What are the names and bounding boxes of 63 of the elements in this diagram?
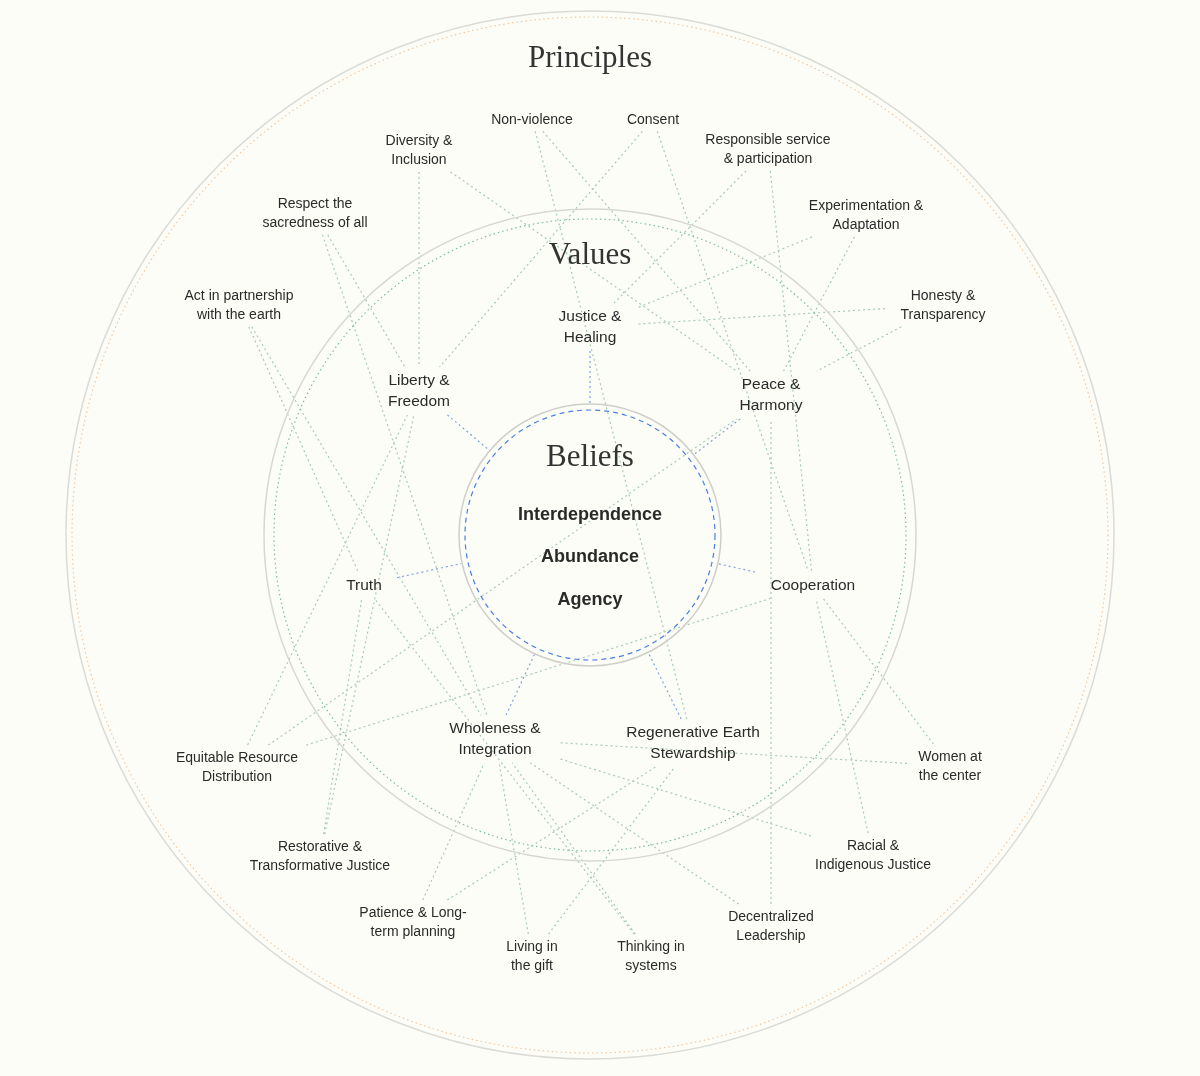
- connector-line: [248, 326, 359, 573]
- connector-line: [542, 130, 751, 372]
- value-label: Liberty & Freedom: [374, 370, 464, 412]
- principle-label: Restorative & Transformative Justice: [235, 837, 405, 875]
- connector-line: [505, 654, 535, 716]
- connector-line: [637, 308, 886, 325]
- section-title: Principles: [528, 39, 652, 75]
- principle-label: Experimentation & Adaptation: [796, 196, 936, 234]
- connector-line: [323, 597, 363, 835]
- connector-line: [267, 418, 738, 746]
- connector-line: [446, 766, 657, 901]
- principle-label: Diversity & Inclusion: [369, 131, 469, 169]
- principle-label: Consent: [613, 109, 693, 129]
- connector-line: [511, 762, 636, 935]
- principle-label: Living in the gift: [497, 937, 567, 975]
- belief-label: Agency: [490, 586, 690, 612]
- connector-line: [439, 130, 643, 368]
- value-label: Justice & Healing: [545, 306, 635, 348]
- value-label: Truth: [334, 574, 394, 596]
- connector-line: [557, 757, 812, 837]
- connector-line: [783, 236, 855, 372]
- connector-line: [373, 597, 635, 935]
- belief-label: Interdependence: [490, 501, 690, 527]
- section-title: Values: [548, 236, 632, 272]
- connector-line: [637, 236, 813, 309]
- principle-label: Equitable Resource Distribution: [162, 748, 312, 786]
- connector-line: [324, 414, 415, 835]
- connector-line: [529, 762, 740, 905]
- connector-line: [815, 597, 869, 834]
- principle-label: Decentralized Leadership: [716, 907, 826, 945]
- principle-label: Respect the sacredness of all: [250, 194, 380, 232]
- principle-label: Patience & Long-term planning: [353, 903, 473, 941]
- connector-line: [321, 234, 488, 716]
- value-label: Peace & Harmony: [726, 374, 816, 416]
- principle-label: Honesty & Transparency: [888, 286, 998, 324]
- principle-label: Thinking in systems: [616, 937, 686, 975]
- value-label: Wholeness & Integration: [435, 718, 555, 760]
- connector-line: [498, 762, 529, 935]
- value-label: Regenerative Earth Stewardship: [625, 722, 761, 764]
- principle-label: Racial & Indigenous Justice: [814, 836, 932, 874]
- connector-line: [305, 597, 771, 746]
- connector-line: [718, 563, 756, 573]
- connector-line: [446, 414, 490, 451]
- principle-label: Act in partnership with the earth: [171, 286, 307, 324]
- section-title: Beliefs: [546, 438, 634, 474]
- connector-line: [534, 130, 688, 720]
- connector-line: [816, 326, 902, 372]
- connector-line: [547, 766, 676, 935]
- value-label: Cooperation: [758, 574, 868, 596]
- connector-line: [648, 652, 682, 720]
- principle-label: Women at the center: [910, 747, 990, 785]
- connector-line: [247, 414, 408, 746]
- connector-line: [396, 562, 462, 579]
- connector-line: [769, 170, 813, 573]
- connector-line: [327, 234, 406, 368]
- principle-label: Responsible service & participation: [703, 130, 833, 168]
- connector-line: [693, 418, 741, 455]
- connector-line: [449, 171, 738, 372]
- connector-line: [589, 350, 591, 404]
- connector-line: [613, 170, 747, 304]
- principle-label: Non-violence: [477, 109, 587, 129]
- belief-label: Abundance: [490, 543, 690, 569]
- connector-line: [822, 597, 934, 745]
